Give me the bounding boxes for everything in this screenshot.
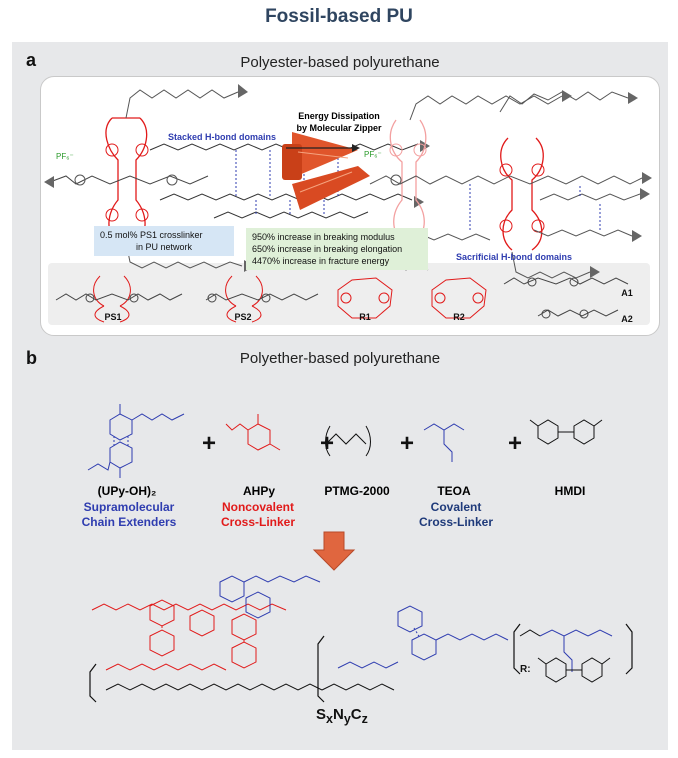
increase-note: 950% increase in breaking modulus 650% i… <box>246 228 428 270</box>
role-1-line1: Supramolecular <box>83 500 175 514</box>
hmdi-structure <box>529 419 603 445</box>
reagent-teoa: TEOA <box>437 484 471 498</box>
panel-a-title: Polyester-based polyurethane <box>240 54 440 71</box>
product-s: S <box>316 706 327 723</box>
increase-line2: 650% increase in breaking elongation <box>252 244 403 254</box>
reagent-upy-oh: (UPy-OH)₂ <box>97 484 157 498</box>
product-sub-z: z <box>361 712 368 726</box>
crosslinker-note: 0.5 mol% PS1 crosslinker in PU network <box>94 226 234 256</box>
plus-2: + <box>320 430 335 457</box>
sacrificial-hbond-label: Sacrificial H-bond domains <box>456 252 573 262</box>
counterion-label-right: PF₆⁻ <box>364 150 382 159</box>
plus-1: + <box>202 430 217 457</box>
energy-label-line2: by Molecular Zipper <box>296 123 382 133</box>
compound-ps1: PS1 <box>104 312 122 322</box>
counterion-label-left: PF₆⁻ <box>56 152 74 161</box>
ahpy-structure <box>225 414 281 451</box>
upy-oh-structure <box>87 404 185 478</box>
product-sub-y: y <box>343 712 351 726</box>
compound-a1: A1 <box>621 288 633 298</box>
compound-r1: R1 <box>359 312 371 322</box>
compound-ps2: PS2 <box>234 312 252 322</box>
product-network <box>89 575 633 703</box>
product-c: C <box>350 706 362 723</box>
role-noncovalent: Noncovalent Cross-Linker <box>208 500 308 530</box>
reaction-arrow <box>312 531 356 571</box>
plus-3: + <box>400 430 415 457</box>
compound-r2: R2 <box>453 312 465 322</box>
role-2-line2: Cross-Linker <box>220 515 296 529</box>
teoa-structure <box>423 423 465 462</box>
role-3-line1: Covalent <box>430 500 482 514</box>
role-3-line2: Cross-Linker <box>418 515 494 529</box>
compound-a2: A2 <box>621 314 633 324</box>
reagent-hmdi: HMDI <box>554 484 586 498</box>
energy-label-line1: Energy Dissipation <box>298 111 380 121</box>
crosslinker-line2: in PU network <box>135 242 193 252</box>
energy-dissipation-label: Energy Dissipation by Molecular Zipper <box>294 110 384 134</box>
page-title: Fossil-based PU <box>265 6 413 27</box>
reagent-ahpy: AHPy <box>242 484 275 498</box>
increase-line3: 4470% increase in fracture energy <box>252 256 390 266</box>
r-group-label: R: <box>520 664 531 675</box>
role-supramolecular: Supramolecular Chain Extenders <box>64 500 194 530</box>
product-label: SxNyCz <box>316 706 368 726</box>
compound-structures <box>55 275 629 323</box>
panel-b-letter: b <box>26 348 37 368</box>
increase-line1: 950% increase in breaking modulus <box>252 232 395 242</box>
zipper-icon <box>282 132 370 210</box>
product-sub-x: x <box>326 712 333 726</box>
role-covalent: Covalent Cross-Linker <box>408 500 504 530</box>
panel-a-letter: a <box>26 50 37 70</box>
reagent-ptmg: PTMG-2000 <box>324 484 390 498</box>
plus-4: + <box>508 430 523 457</box>
role-2-line1: Noncovalent <box>221 500 294 514</box>
role-1-line2: Chain Extenders <box>81 515 177 529</box>
stacked-hbond-label: Stacked H-bond domains <box>168 132 277 142</box>
ptmg-structure <box>325 425 371 457</box>
right-arrowheads <box>562 90 652 278</box>
panel-b-title: Polyether-based polyurethane <box>239 350 441 367</box>
product-n: N <box>332 706 344 723</box>
crosslinker-line1: 0.5 mol% PS1 crosslinker <box>100 230 203 240</box>
